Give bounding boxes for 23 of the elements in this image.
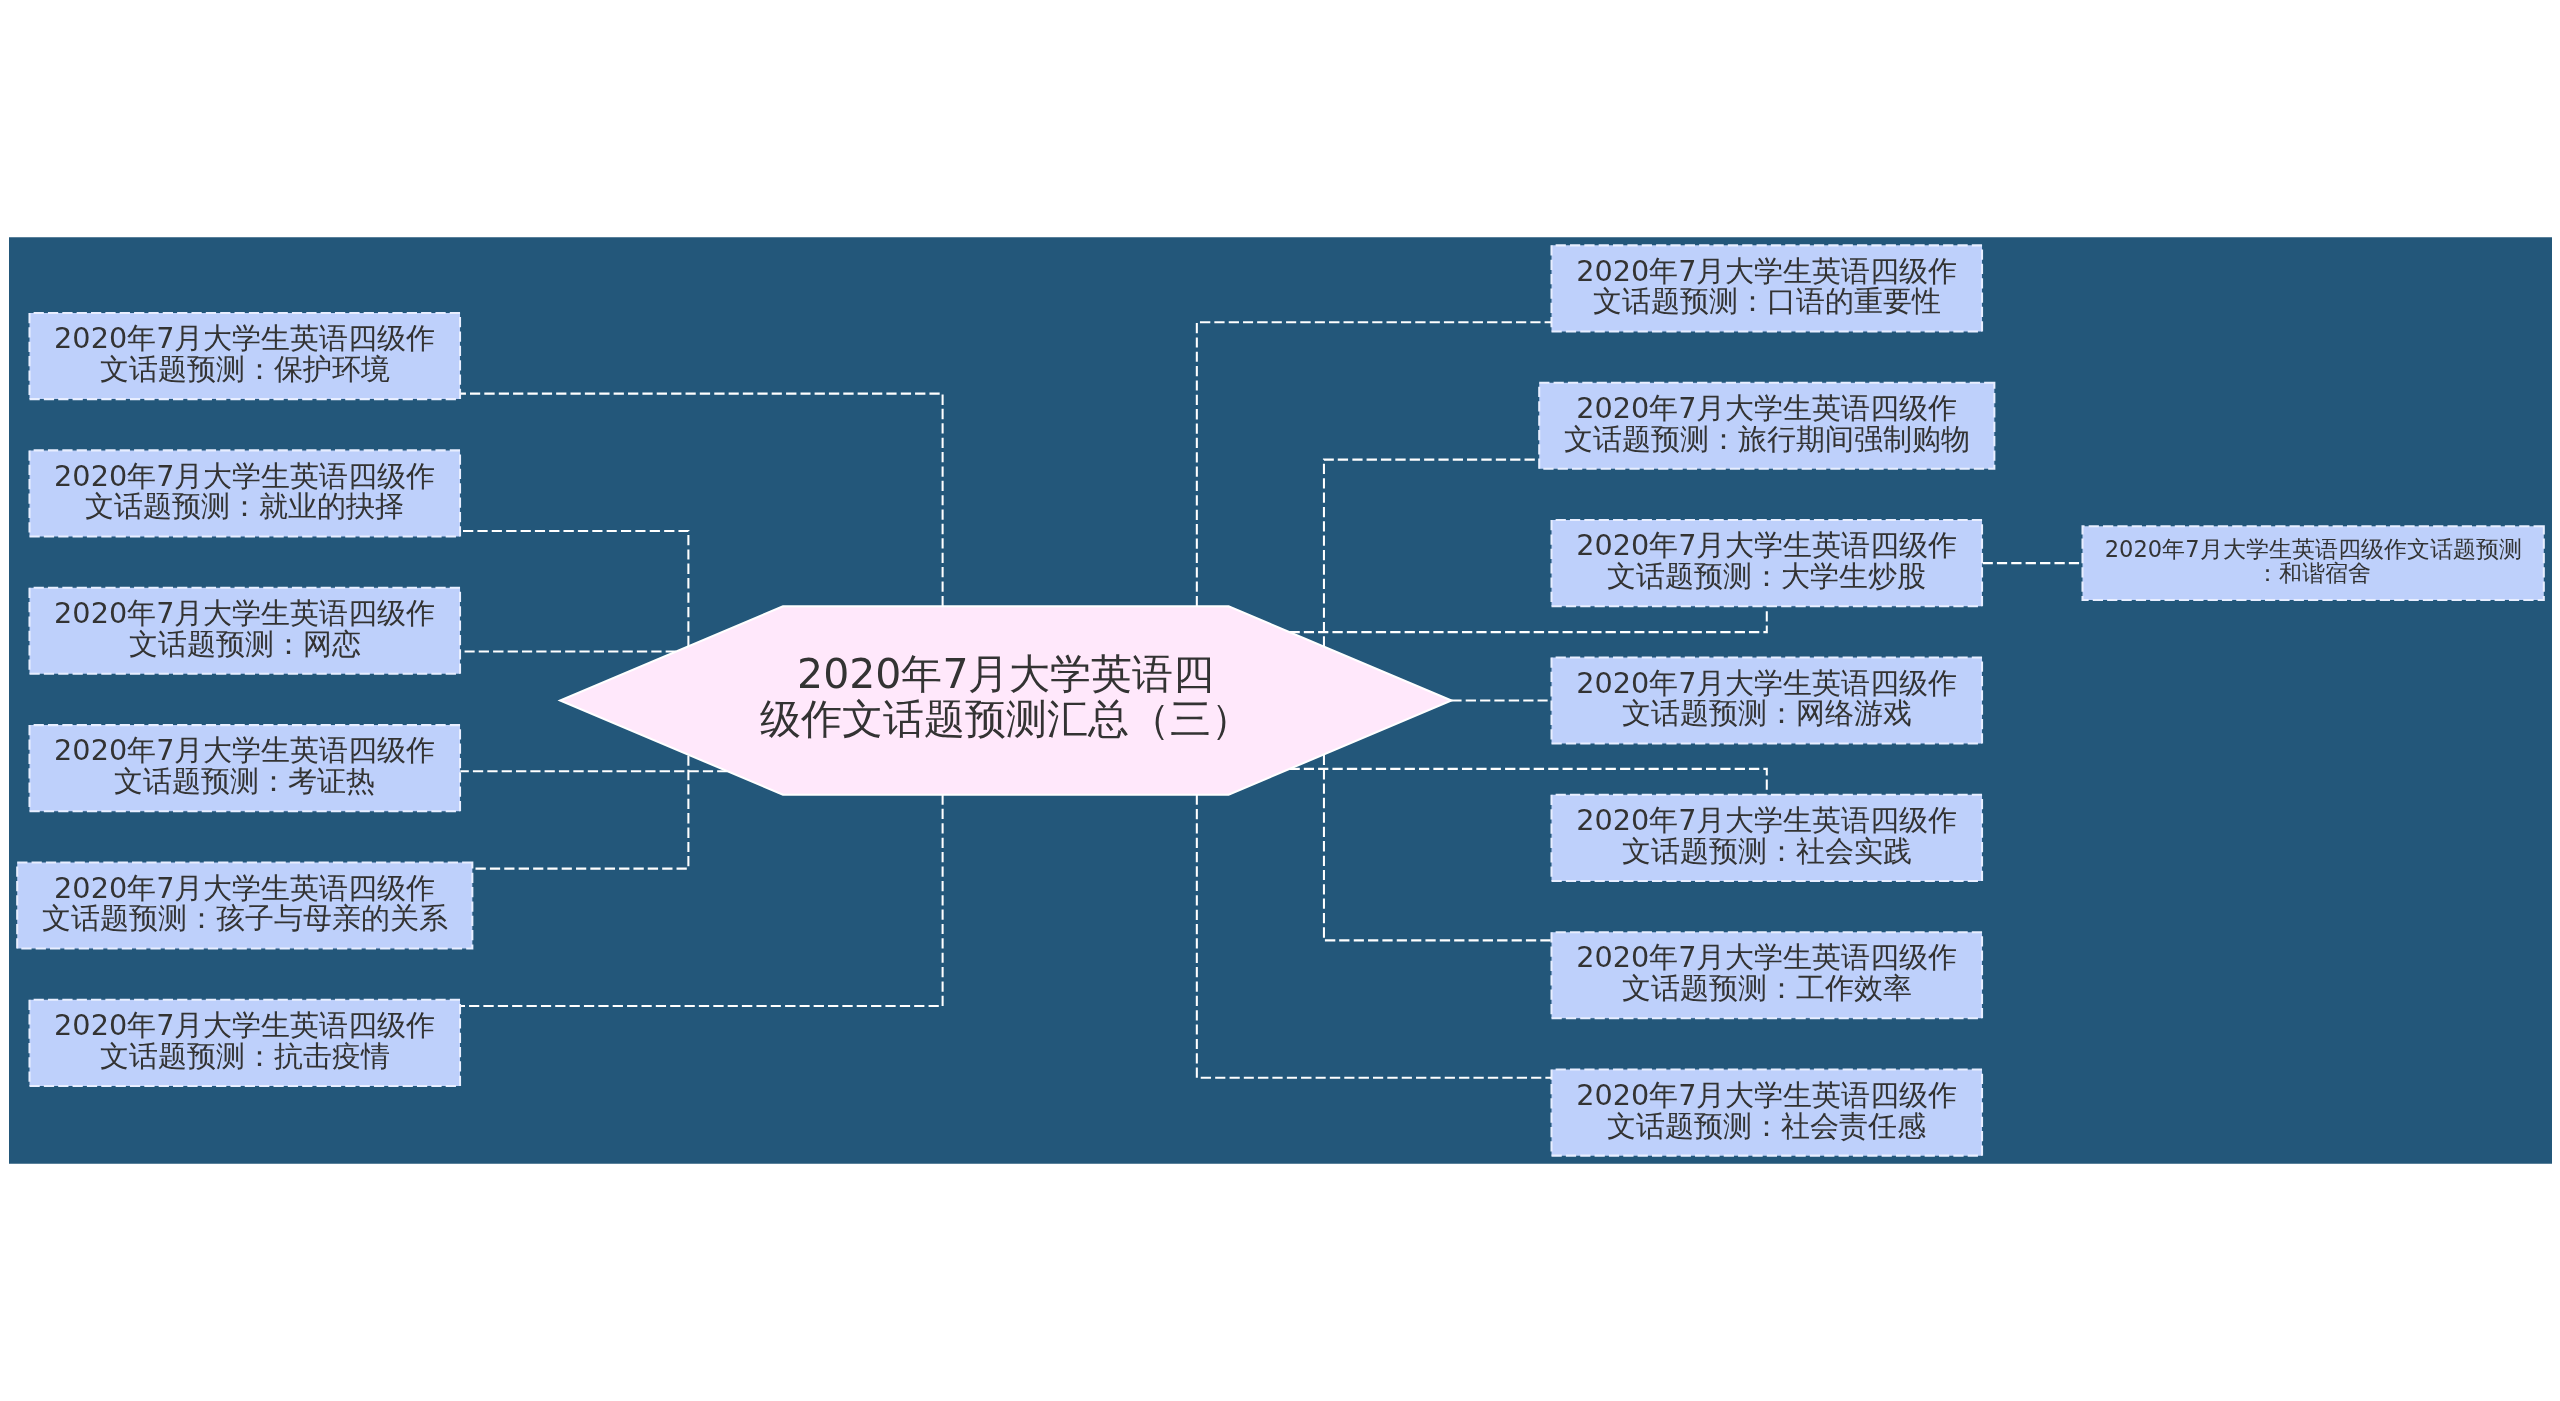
node-box: 2020年7月大学生英语四级作文话题预测：抗击疫情 [27, 998, 461, 1087]
node-box: 2020年7月大学生英语四级作文话题预测：和谐宿舍 [2081, 525, 2545, 602]
node-box: 2020年7月大学生英语四级作文话题预测：口语的重要性 [1550, 244, 1983, 333]
node-box: 2020年7月大学生英语四级作文话题预测：考证热 [27, 724, 461, 813]
node-box: 2020年7月大学生英语四级作文话题预测：孩子与母亲的关系 [15, 861, 473, 950]
node-box: 2020年7月大学生英语四级作文话题预测：大学生炒股 [1550, 519, 1983, 608]
node-box: 2020年7月大学生英语四级作文话题预测：社会实践 [1550, 793, 1983, 882]
node-box: 2020年7月大学生英语四级作文话题预测：就业的抉择 [27, 449, 461, 538]
connector [459, 650, 676, 653]
node-box: 2020年7月大学生英语四级作文话题预测：旅行期间强制购物 [1537, 381, 1995, 470]
connector [1982, 562, 2082, 565]
connector [460, 794, 944, 1007]
node-box: 2020年7月大学生英语四级作文话题预测：网恋 [27, 586, 461, 675]
connector [1450, 699, 1551, 702]
connector [1195, 321, 1551, 607]
connector [1322, 754, 1551, 942]
connector [460, 392, 944, 606]
connector [1195, 794, 1551, 1079]
node-box: 2020年7月大学生英语四级作文话题预测：网络游戏 [1550, 656, 1983, 745]
node-box: 2020年7月大学生英语四级作文话题预测：工作效率 [1550, 931, 1983, 1020]
connector [459, 770, 727, 773]
node-box: 2020年7月大学生英语四级作文话题预测：保护环境 [27, 312, 461, 401]
node-box: 2020年7月大学生英语四级作文话题预测：社会责任感 [1550, 1068, 1983, 1157]
